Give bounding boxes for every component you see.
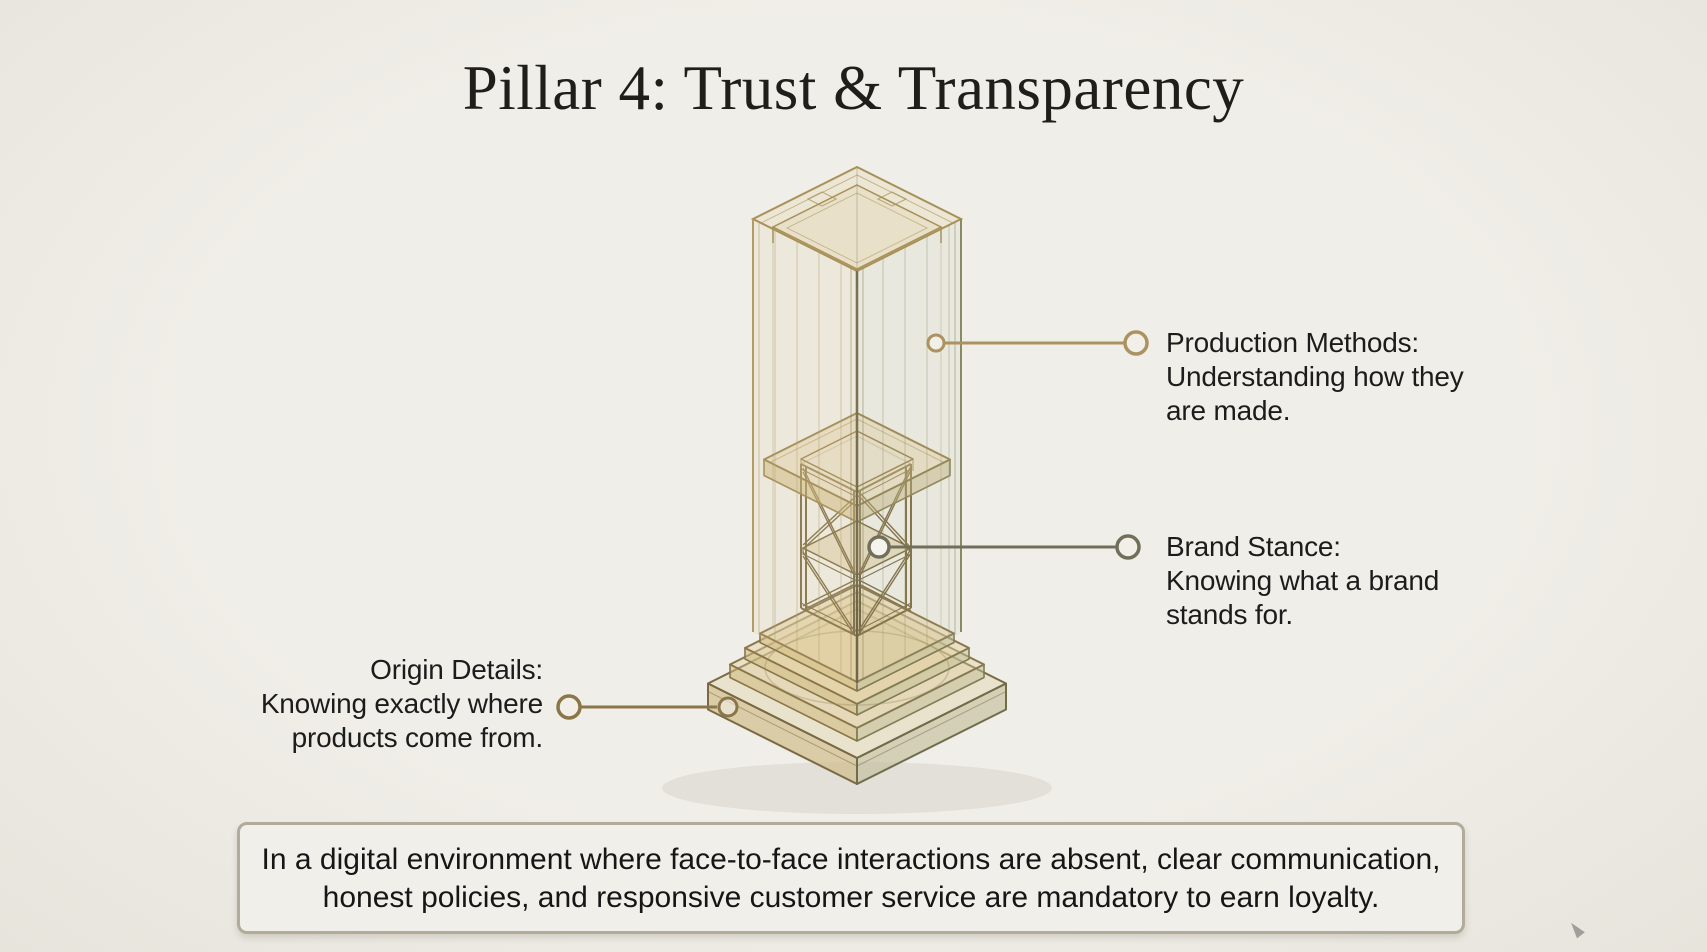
- callout-heading: Production Methods:: [1166, 327, 1420, 358]
- summary-box: In a digital environment where face-to-f…: [237, 822, 1465, 934]
- callout-line: Knowing exactly where: [260, 688, 543, 719]
- callout-node-icon: [1123, 330, 1149, 356]
- summary-line: In a digital environment where face-to-f…: [261, 843, 1441, 876]
- callout-line: are made.: [1166, 395, 1291, 426]
- pillar-shadow: [662, 762, 1052, 814]
- callout-anchor-icon: [926, 333, 946, 353]
- callout-line: Knowing what a brand: [1166, 565, 1440, 596]
- summary-line: honest policies, and responsive customer…: [322, 881, 1380, 914]
- callout-node-icon: [556, 694, 582, 720]
- callout-origin-details: Origin Details: Knowing exactly where pr…: [261, 653, 543, 755]
- page-title: Pillar 4: Trust & Transparency: [462, 53, 1245, 123]
- summary-text: In a digital environment where face-to-f…: [240, 841, 1462, 917]
- pillar-illustration: [662, 165, 1052, 814]
- callout-line: stands for.: [1166, 599, 1293, 630]
- callout-heading: Brand Stance:: [1166, 531, 1341, 562]
- callout-connector-production: [926, 330, 1149, 356]
- callout-line: products come from.: [291, 722, 544, 753]
- callout-connector-brand: [867, 534, 1141, 560]
- callout-anchor-icon: [867, 535, 891, 559]
- callout-brand-stance: Brand Stance: Knowing what a brand stand…: [1166, 530, 1439, 632]
- callout-production-methods: Production Methods: Understanding how th…: [1166, 326, 1464, 428]
- callout-connector-origin: [556, 694, 739, 720]
- callout-node-icon: [1115, 534, 1141, 560]
- callout-anchor-icon: [717, 696, 739, 718]
- pillar-shaft: [750, 165, 964, 685]
- callout-line: Understanding how they: [1166, 361, 1464, 392]
- callout-heading: Origin Details:: [370, 654, 543, 685]
